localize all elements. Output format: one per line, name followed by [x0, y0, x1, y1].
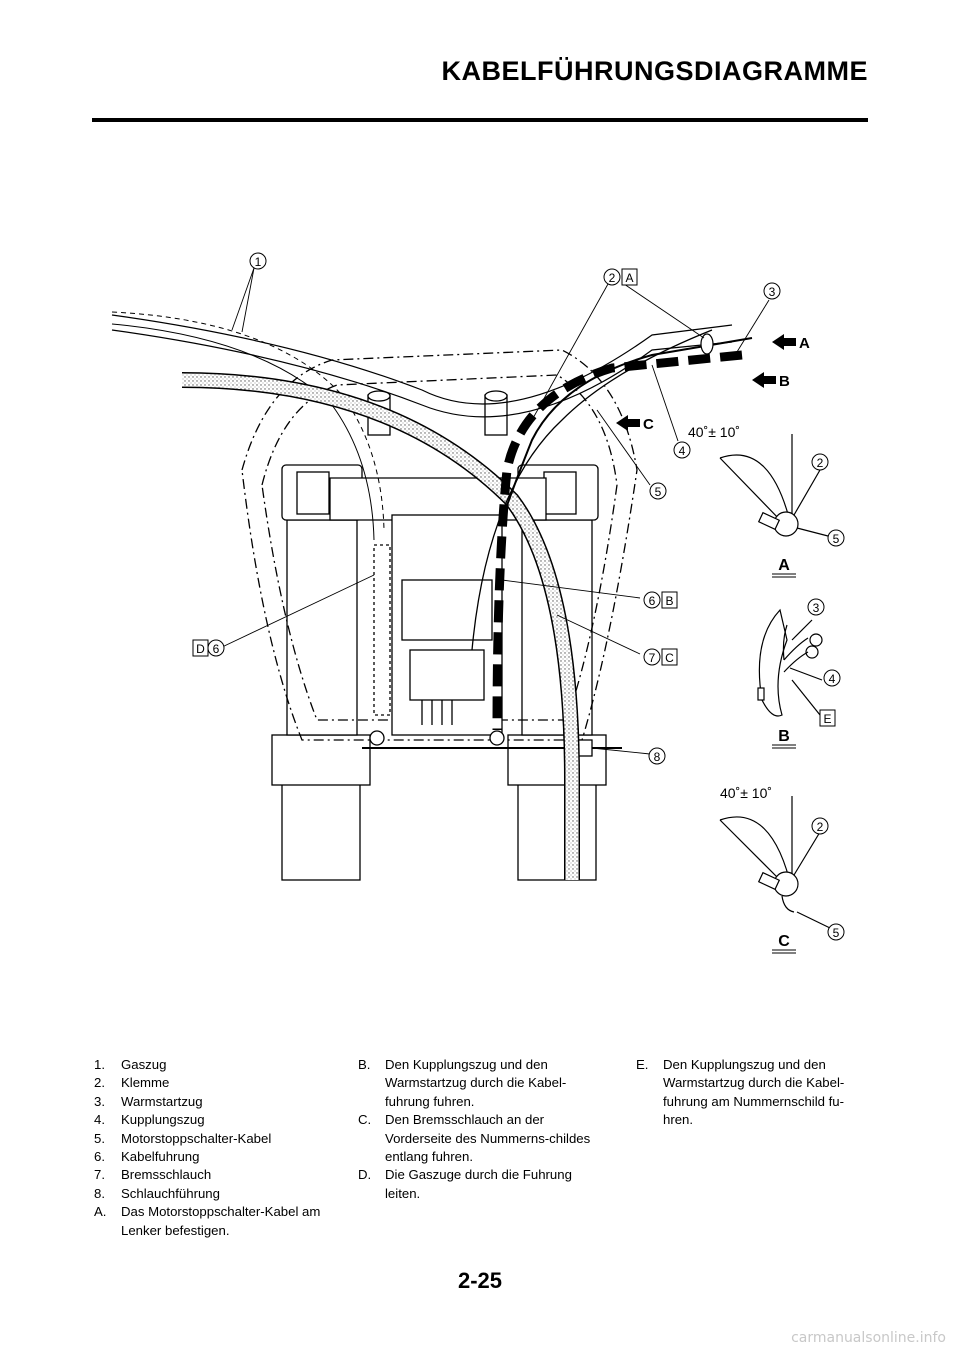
- svg-text:5: 5: [655, 485, 662, 499]
- svg-text:8: 8: [654, 750, 661, 764]
- legend-item: B.Den Kupplungszug und den Warmstartzug …: [358, 1057, 567, 1109]
- svg-text:B: B: [665, 594, 673, 608]
- detail-a-callout-2: 2: [811, 453, 829, 471]
- legend-item: 3.Warmstartzug: [94, 1093, 203, 1109]
- svg-text:4: 4: [679, 444, 686, 458]
- svg-text:4: 4: [829, 672, 836, 686]
- svg-text:D: D: [196, 642, 205, 656]
- svg-text:6: 6: [649, 594, 656, 608]
- detail-a-angle: 40˚± 10˚: [688, 424, 740, 440]
- svg-text:A: A: [625, 271, 633, 285]
- arrow-c: [616, 415, 640, 431]
- arrow-b-label: B: [779, 373, 790, 390]
- detail-a-label: A: [778, 557, 790, 574]
- detail-c-angle: 40˚± 10˚: [720, 785, 772, 801]
- legend-item: 5.Motorstoppschalter-Kabel: [94, 1130, 272, 1146]
- legend-item: 1.Gaszug: [94, 1057, 167, 1072]
- svg-text:3: 3: [769, 285, 776, 299]
- callout-5: 5: [649, 482, 667, 500]
- detail-c-callout-2: 2: [811, 817, 829, 835]
- legend-column-2: B.Den Kupplungszug und den Warmstartzug …: [358, 1056, 608, 1203]
- svg-text:7: 7: [649, 651, 656, 665]
- svg-text:E: E: [823, 712, 831, 726]
- detail-a-callout-5: 5: [827, 529, 845, 547]
- detail-b-label: B: [778, 728, 790, 745]
- legend-item: D.Die Gaszuge durch die Fuhrung leiten.: [358, 1167, 572, 1201]
- arrow-c-label: C: [643, 416, 654, 433]
- detail-c-label: C: [778, 933, 790, 950]
- hot-start-cable: [501, 337, 753, 521]
- svg-text:2: 2: [817, 456, 824, 470]
- callout-d6: D 6: [192, 639, 225, 657]
- callout-4: 4: [673, 441, 691, 459]
- svg-text:6: 6: [213, 642, 220, 656]
- detail-b-callout-e: E: [819, 709, 836, 727]
- legend-item: A.Das Motorstoppschalter-Kabel am Lenker…: [94, 1204, 321, 1238]
- svg-text:2: 2: [817, 820, 824, 834]
- detail-c: [719, 796, 831, 929]
- title-rule: [92, 118, 868, 122]
- legend-item: 7.Bremsschlauch: [94, 1167, 212, 1183]
- engine-stop-lead: [471, 329, 713, 651]
- callout-7c: 7 C: [643, 648, 678, 666]
- legend-item: E.Den Kupplungszug und den Warmstartzug …: [636, 1057, 845, 1128]
- detail-b: [757, 608, 823, 717]
- clutch-cable: [492, 350, 743, 731]
- arrow-a: [772, 334, 796, 350]
- callout-6b: 6 B: [643, 591, 678, 609]
- svg-text:C: C: [665, 651, 674, 665]
- legend-item: 4.Kupplungszug: [94, 1112, 205, 1128]
- svg-text:1: 1: [255, 255, 262, 269]
- legend-item: 2.Klemme: [94, 1075, 170, 1091]
- cable-routing-diagram: A B C 1 2 A 3 4 5: [111, 252, 845, 954]
- callout-3: 3: [763, 282, 781, 300]
- callout-1: 1: [249, 252, 267, 270]
- detail-c-callout-5: 5: [827, 923, 845, 941]
- detail-a: [719, 434, 829, 537]
- legend-column-3: E.Den Kupplungszug und den Warmstartzug …: [636, 1056, 868, 1130]
- svg-text:5: 5: [833, 532, 840, 546]
- svg-text:3: 3: [813, 601, 820, 615]
- legend-item: 6.Kabelfuhrung: [94, 1149, 200, 1165]
- callout-8: 8: [648, 747, 666, 765]
- arrow-b: [752, 372, 776, 388]
- legend-item: C.Den Bremsschlauch an der Vorderseite d…: [358, 1112, 591, 1165]
- leader-lines: [219, 267, 770, 755]
- detail-b-callout-4: 4: [823, 669, 841, 687]
- page-number: 2-25: [457, 1268, 503, 1293]
- arrow-a-label: A: [799, 335, 810, 352]
- page-title: KABELFÜHRUNGSDIAGRAMME: [441, 56, 868, 86]
- svg-text:5: 5: [833, 926, 840, 940]
- svg-text:2: 2: [609, 271, 616, 285]
- legend-item: 8.Schlauchführung: [94, 1185, 220, 1201]
- watermark: carmanualsonline.info: [791, 1330, 946, 1346]
- handlebar-clamp: [700, 333, 714, 355]
- legend-column-1: 1.Gaszug 2.Klemme 3.Warmstartzug 4.Kuppl…: [94, 1056, 334, 1240]
- detail-b-callout-3: 3: [807, 598, 825, 616]
- callout-2a: 2 A: [603, 268, 638, 286]
